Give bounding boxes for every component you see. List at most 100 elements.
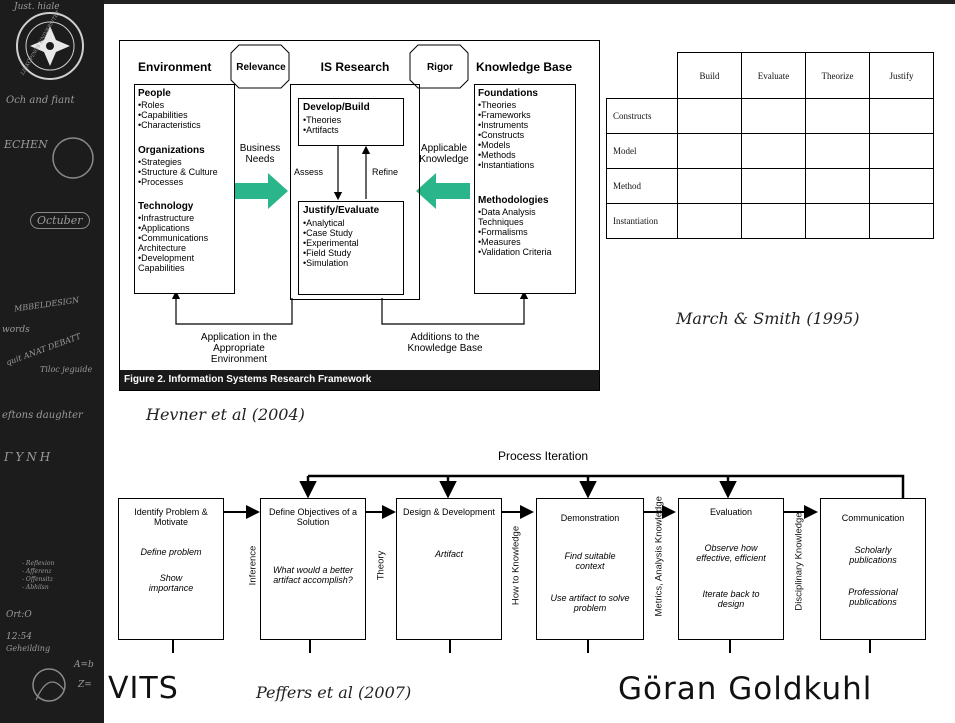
step-title: Evaluation — [709, 507, 753, 517]
chalk-text: - Reflexion — [22, 560, 55, 567]
justify-item: •Case Study — [303, 228, 353, 238]
row-header: Constructs — [606, 98, 678, 134]
chalk-text: - Afferenz — [22, 568, 52, 575]
step-body: Find suitable context — [564, 551, 616, 572]
chalk-text: Tiloc jeguide — [40, 365, 93, 374]
table-cell — [869, 203, 934, 239]
step-title: Define Objectives of a Solution — [268, 507, 358, 528]
table-cell — [677, 203, 742, 239]
author-name: Göran Goldkuhl — [618, 671, 873, 707]
foundations-title: Foundations — [478, 88, 538, 99]
foundations-item: •Models — [478, 140, 511, 150]
peffers-connectors — [172, 474, 905, 653]
step-body: Artifact — [434, 549, 463, 559]
table-cell — [805, 168, 870, 204]
foundations-item: •Instantiations — [478, 160, 535, 170]
people-item: •Characteristics — [138, 120, 201, 130]
table-cell — [677, 168, 742, 204]
methodologies-item: •Formalisms — [478, 227, 528, 237]
develop-item: •Theories — [303, 115, 342, 125]
chalk-text: Just. hiale — [14, 2, 60, 12]
methodologies-item: Techniques — [478, 217, 524, 227]
business-needs-label: Business Needs — [239, 143, 281, 166]
knowledge-base-box: Foundations •Theories •Frameworks •Instr… — [474, 84, 576, 294]
top-rule — [104, 0, 955, 4]
develop-item: •Artifacts — [303, 125, 339, 135]
justify-item: •Field Study — [303, 248, 352, 258]
how-to-knowledge-label: How to Knowledge — [510, 525, 522, 606]
foundations-item: •Instruments — [478, 120, 529, 130]
march-smith-citation: March & Smith (1995) — [676, 309, 860, 328]
step-body: Define problem — [140, 547, 202, 557]
step-body: Iterate back to design — [702, 589, 760, 610]
table-cell — [805, 133, 870, 169]
table-cell — [805, 98, 870, 134]
column-header: Evaluate — [741, 52, 806, 99]
table-cell — [869, 98, 934, 134]
table-cell — [741, 203, 806, 239]
table-row: Method — [606, 168, 934, 204]
tech-item: •Applications — [138, 223, 190, 233]
university-logo-icon — [16, 12, 84, 80]
table-cell — [677, 133, 742, 169]
justify-item: •Analytical — [303, 218, 345, 228]
step-body: What would a better artifact accomplish? — [272, 565, 354, 586]
tech-item: •Development — [138, 253, 195, 263]
chalk-text: ECHEN — [4, 138, 48, 151]
application-label: Application in the Appropriate Environme… — [200, 332, 278, 366]
table-cell — [869, 133, 934, 169]
disciplinary-knowledge-label: Disciplinary Knowledge — [793, 512, 805, 611]
vits-logo-text: VITS — [108, 671, 179, 706]
process-iteration-label: Process Iteration — [498, 449, 589, 463]
row-header: Method — [606, 168, 678, 204]
people-item: •Capabilities — [138, 110, 188, 120]
tech-item: •Communications — [138, 233, 209, 243]
knowledge-base-heading: Knowledge Base — [476, 60, 573, 74]
chalk-text: MBBELDESIGN — [13, 295, 80, 314]
metrics-analysis-knowledge-label: Metrics, Analysis Knowledge — [653, 496, 665, 617]
foundations-item: •Theories — [478, 100, 517, 110]
chalkboard-sidebar: Just. hiale LINKÖPINGS UNIVERSITET Och a… — [0, 0, 104, 723]
figure-caption: Figure 2. Information Systems Research F… — [120, 370, 599, 390]
applicable-knowledge-label: Applicable Knowledge — [419, 143, 469, 166]
hevner-citation: Hevner et al (2004) — [146, 405, 305, 424]
methodologies-item: •Measures — [478, 237, 521, 247]
step-communication: Communication Scholarly publications Pro… — [820, 498, 926, 640]
chalk-text: Geheilding — [6, 644, 51, 653]
table-cell — [677, 98, 742, 134]
justify-evaluate-title: Justify/Evaluate — [303, 205, 380, 216]
chalk-text: Z= — [78, 680, 92, 690]
chalk-drawing-icon — [32, 668, 66, 702]
chalk-text: A=b — [74, 660, 94, 670]
step-demonstration: Demonstration Find suitable context Use … — [536, 498, 644, 640]
row-header: Model — [606, 133, 678, 169]
step-body: Show importance — [148, 573, 194, 594]
column-header: Theorize — [805, 52, 870, 99]
table-cell — [805, 203, 870, 239]
column-header: Build — [677, 52, 742, 99]
methodologies-item: •Validation Criteria — [478, 247, 552, 257]
foundations-item: •Constructs — [478, 130, 525, 140]
organizations-title: Organizations — [138, 145, 205, 156]
chalk-text: eftons daughter — [2, 410, 83, 421]
is-research-heading: IS Research — [320, 60, 390, 74]
table-row: Model — [606, 133, 934, 169]
theory-label: Theory — [375, 550, 387, 581]
org-item: •Strategies — [138, 157, 182, 167]
step-title: Design & Development — [402, 507, 496, 517]
tech-item: •Infrastructure — [138, 213, 195, 223]
table-cell — [741, 168, 806, 204]
step-title: Communication — [841, 513, 905, 523]
table-row: Constructs — [606, 98, 934, 134]
develop-build-title: Develop/Build — [303, 102, 370, 113]
step-define-objectives: Define Objectives of a Solution What wou… — [260, 498, 366, 640]
foundations-item: •Methods — [478, 150, 516, 160]
org-item: •Structure & Culture — [138, 167, 218, 177]
org-item: •Processes — [138, 177, 184, 187]
peffers-citation: Peffers et al (2007) — [256, 683, 412, 702]
row-header: Instantiation — [606, 203, 678, 239]
table-header-row: Build Evaluate Theorize Justify — [606, 52, 934, 99]
methodologies-item: •Data Analysis — [478, 207, 536, 217]
inference-label: Inference — [247, 545, 259, 586]
foundations-item: •Frameworks — [478, 110, 531, 120]
